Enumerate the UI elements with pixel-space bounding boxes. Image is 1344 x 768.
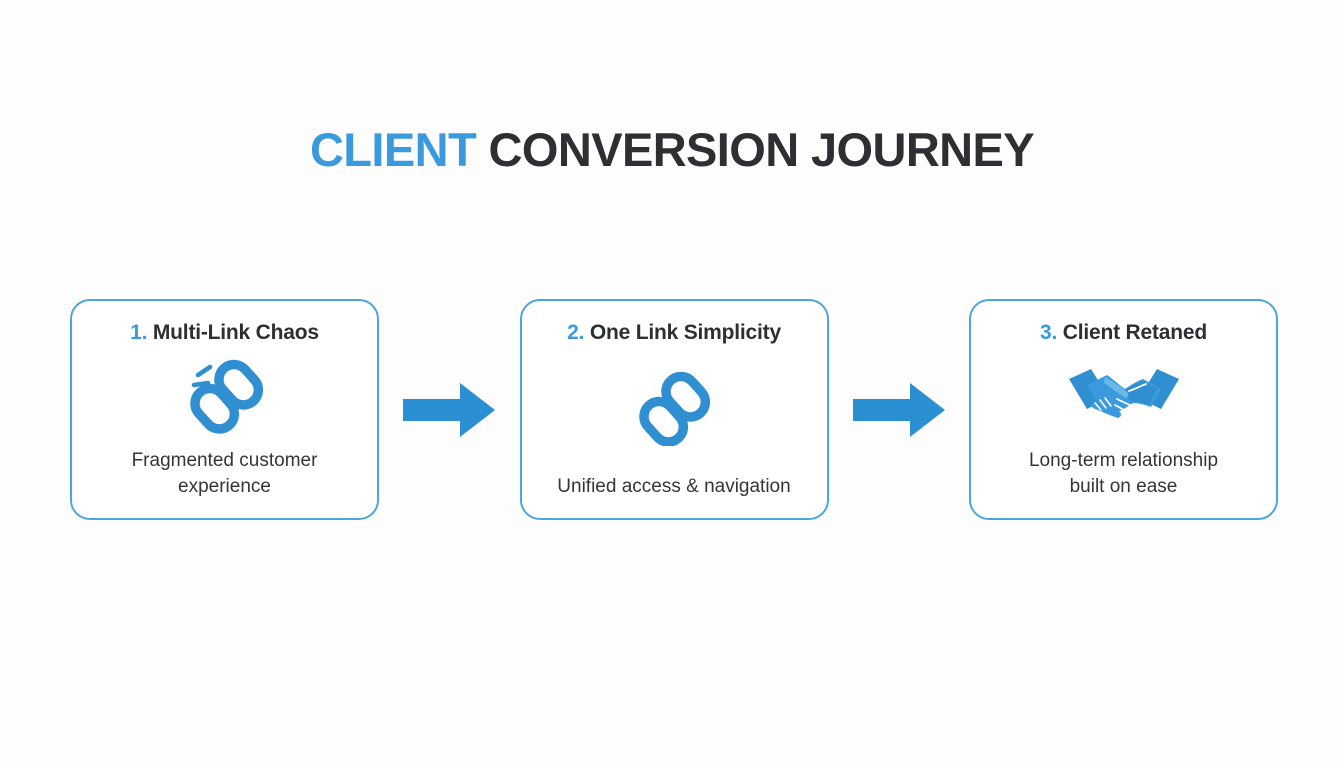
step-heading: One Link Simplicity: [589, 321, 781, 344]
step-card-description: Unified access & navigation: [557, 474, 790, 502]
step-card-client-retained[interactable]: 3. Client Retaned: [969, 299, 1278, 520]
page-title: CLIENT CONVERSION JOURNEY: [0, 126, 1344, 173]
step-description-line-2: built on ease: [1069, 475, 1178, 497]
step-card-title: 3. Client Retaned: [1040, 321, 1207, 345]
step-card-one-link-simplicity[interactable]: 2. One Link Simplicity Unified access: [519, 299, 829, 520]
step-number: 3.: [1040, 321, 1058, 344]
chain-link-icon: [536, 345, 813, 474]
step-card-multi-link-chaos[interactable]: 1. Multi-Link Chaos: [70, 299, 379, 520]
page-title-accent: CLIENT: [309, 123, 477, 176]
handshake-icon: [985, 345, 1262, 447]
step-number: 2.: [567, 321, 585, 344]
arrow-right-icon: [401, 382, 497, 438]
step-card-description: Fragmented customer experience: [132, 448, 318, 502]
step-card-description: Long-term relationship built on ease: [1029, 448, 1218, 502]
step-heading: Client Retaned: [1062, 321, 1207, 344]
step-heading: Multi-Link Chaos: [152, 321, 319, 344]
step-description-line-1: Long-term relationship: [1028, 449, 1219, 471]
step-card-title: 2. One Link Simplicity: [567, 321, 781, 345]
arrow-right-icon: [851, 382, 947, 438]
page-title-dark: CONVERSION JOURNEY: [476, 123, 1035, 176]
step-description-line-2: experience: [178, 475, 271, 497]
conversion-flow: 1. Multi-Link Chaos: [70, 299, 1278, 520]
step-number: 1.: [130, 321, 148, 344]
step-description-line-1: Unified access & navigation: [557, 475, 791, 497]
broken-chain-link-icon: [86, 345, 363, 447]
step-card-title: 1. Multi-Link Chaos: [130, 321, 319, 345]
step-description-line-1: Fragmented customer: [131, 449, 318, 471]
